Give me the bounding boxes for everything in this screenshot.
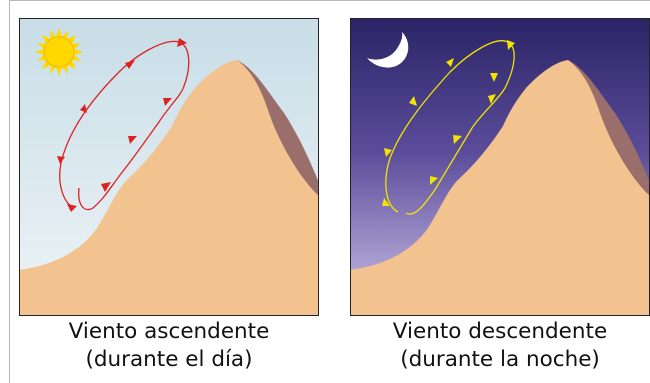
sun-icon	[35, 28, 83, 76]
mountain	[19, 60, 319, 316]
night-caption-line2: (durante la noche)	[400, 347, 600, 372]
day-illustration	[19, 18, 319, 316]
wind-arrows	[382, 40, 515, 206]
mountain	[350, 60, 650, 316]
night-illustration	[350, 18, 650, 316]
day-panel	[19, 18, 319, 316]
day-caption-line2: (durante el día)	[85, 347, 253, 372]
night-caption-line1: Viento descendente	[392, 319, 608, 344]
moon-icon	[367, 32, 409, 68]
day-caption-line1: Viento ascendente	[68, 319, 270, 344]
night-caption: Viento descendente (durante la noche)	[350, 318, 650, 374]
day-caption: Viento ascendente (durante el día)	[19, 318, 319, 374]
wind-loop	[385, 40, 515, 215]
wind-loop	[59, 40, 190, 211]
figure-frame	[9, 0, 650, 383]
night-panel	[350, 18, 650, 316]
wind-arrows	[57, 38, 187, 212]
